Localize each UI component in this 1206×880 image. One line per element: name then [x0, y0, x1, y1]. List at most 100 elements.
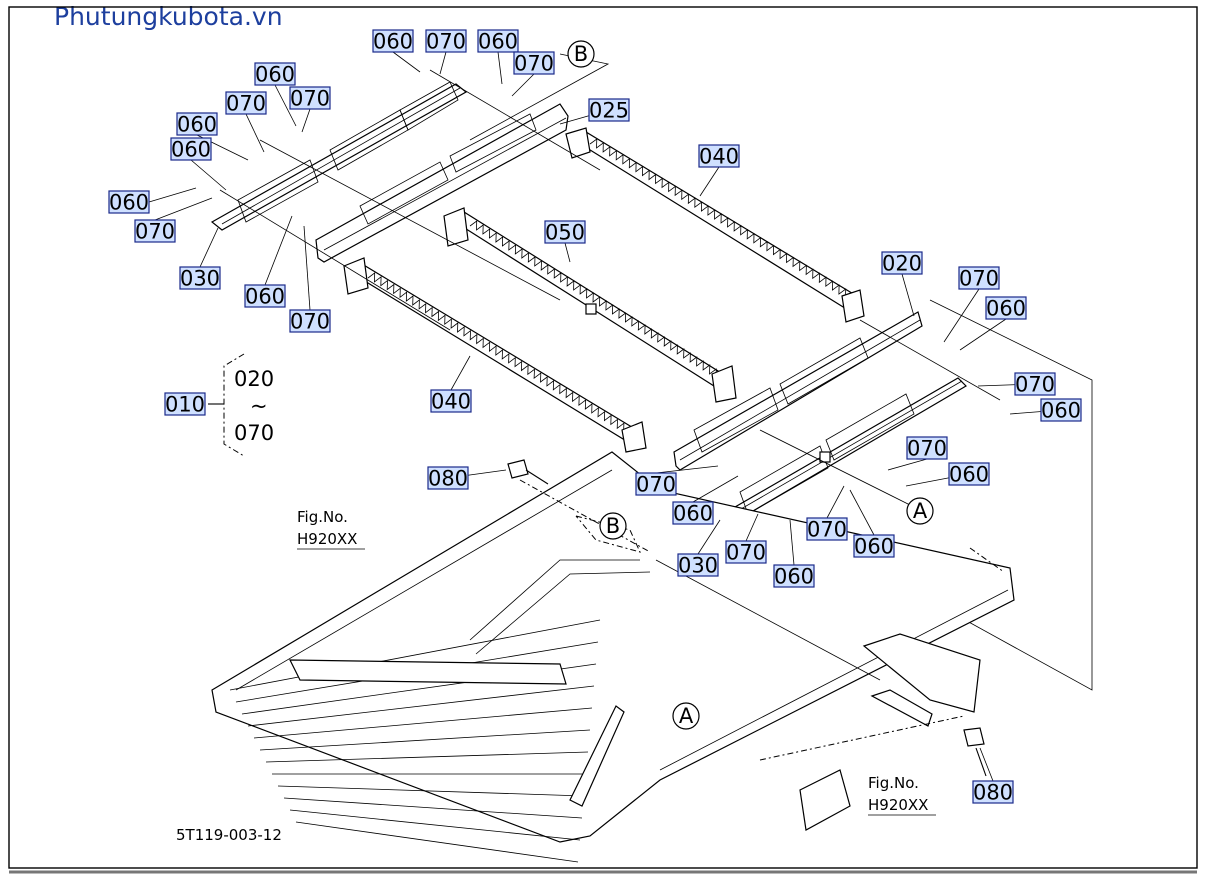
callout-text: 080: [428, 467, 468, 491]
callout-text: 070: [426, 30, 466, 54]
fig-line2: H920XX: [868, 796, 928, 814]
bolt-080-upper: [507, 459, 549, 485]
callout-text: 060: [255, 63, 295, 87]
drawing-border: [8, 6, 1198, 869]
callout-050: 050: [544, 220, 586, 245]
callout-060: 060: [108, 190, 150, 215]
callout-030: 030: [179, 266, 221, 291]
callout-text: 080: [973, 781, 1013, 805]
callout-010: 010: [164, 392, 206, 417]
callout-text: 060: [673, 502, 713, 526]
callout-text: 030: [180, 267, 220, 291]
comb-bar-040-front: [343, 257, 647, 453]
fig-line1: Fig.No.: [868, 774, 919, 792]
callout-text: 060: [986, 297, 1026, 321]
ref-circle-A: A: [672, 702, 700, 730]
ref-circle-text: B: [606, 514, 620, 538]
callout-060: 060: [477, 29, 519, 54]
callout-060: 060: [372, 29, 414, 54]
fig-reference: Fig.No. H920XX: [297, 508, 365, 550]
callout-text: 070: [726, 541, 766, 565]
callout-text: 010: [165, 393, 205, 417]
callout-070: 070: [635, 472, 677, 497]
callout-070: 070: [513, 51, 555, 76]
callout-text: 025: [589, 99, 629, 123]
callout-070: 070: [289, 86, 331, 111]
comb-bar-050: [443, 207, 737, 403]
rail-020: [673, 311, 923, 471]
left-rail-030: [210, 81, 468, 231]
callout-text: 070: [1015, 373, 1055, 397]
group-from-text: 020: [234, 367, 274, 391]
callout-text: 060: [177, 113, 217, 137]
callout-060: 060: [170, 137, 212, 162]
group-bracket: [208, 353, 245, 457]
callout-080: 080: [972, 780, 1014, 805]
callout-text: 070: [807, 518, 847, 542]
base-frame: [211, 451, 1015, 863]
callout-070: 070: [134, 219, 176, 244]
drawing-code: 5T119-003-12: [176, 826, 282, 844]
callout-text: 070: [290, 87, 330, 111]
callout-text: 060: [109, 191, 149, 215]
callout-text: 060: [854, 535, 894, 559]
callout-text: 070: [907, 437, 947, 461]
callout-text: 070: [959, 267, 999, 291]
ref-circle-text: A: [913, 499, 928, 523]
bolt-080-lower: [963, 727, 987, 777]
callout-040: 040: [698, 144, 740, 169]
ref-circle-text: A: [679, 704, 694, 728]
callout-070: 070: [225, 91, 267, 116]
ref-circle-B: B: [567, 40, 595, 68]
callout-text: 070: [135, 220, 175, 244]
callout-text: 070: [290, 310, 330, 334]
callout-060: 060: [176, 112, 218, 137]
callout-060: 060: [773, 564, 815, 589]
callout-text: 020: [882, 252, 922, 276]
comb-bar-040-back: [565, 127, 865, 323]
fig-line1: Fig.No.: [297, 508, 348, 526]
callout-text: 060: [478, 30, 518, 54]
callout-text: 050: [545, 221, 585, 245]
group-to-text: 070: [234, 421, 274, 445]
callout-text: 060: [774, 565, 814, 589]
callout-060: 060: [853, 534, 895, 559]
ref-circle-text: B: [574, 42, 588, 66]
callout-070: 070: [425, 29, 467, 54]
reference-circles: B B A A: [567, 40, 934, 730]
callout-070: 070: [806, 517, 848, 542]
callout-020: 020: [881, 251, 923, 276]
callout-060: 060: [254, 62, 296, 87]
fig-reference: Fig.No. H920XX: [868, 774, 936, 816]
callout-text: 060: [171, 138, 211, 162]
ref-circle-B: B: [599, 512, 627, 540]
callout-text: 060: [373, 30, 413, 54]
callout-text: 070: [226, 92, 266, 116]
callout-060: 060: [985, 296, 1027, 321]
fig-line2: H920XX: [297, 530, 357, 548]
callout-text: 060: [245, 285, 285, 309]
callout-030: 030: [677, 553, 719, 578]
callout-080: 080: [427, 466, 469, 491]
callout-text: 070: [514, 52, 554, 76]
callout-text: 040: [431, 390, 471, 414]
rail-025: [315, 103, 569, 263]
callout-070: 070: [725, 540, 767, 565]
callout-025: 025: [588, 98, 630, 123]
callout-070: 070: [906, 436, 948, 461]
callout-text: 030: [678, 554, 718, 578]
callout-060: 060: [948, 462, 990, 487]
callout-060: 060: [1040, 398, 1082, 423]
figure-references: Fig.No. H920XX Fig.No. H920XX: [297, 508, 936, 816]
callout-060: 060: [244, 284, 286, 309]
callout-060: 060: [672, 501, 714, 526]
callout-text: 040: [699, 145, 739, 169]
ref-circle-A: A: [906, 497, 934, 525]
callout-text: 060: [949, 463, 989, 487]
callout-070: 070: [289, 309, 331, 334]
callout-text: 060: [1041, 399, 1081, 423]
group-tilde-text: ~: [250, 394, 268, 418]
callout-text: 070: [636, 473, 676, 497]
